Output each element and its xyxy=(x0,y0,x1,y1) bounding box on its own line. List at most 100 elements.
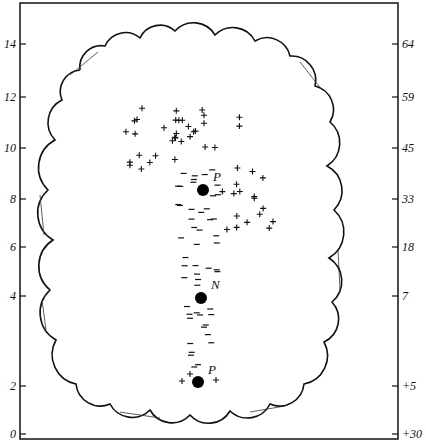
minus-sign xyxy=(181,173,187,174)
charge-centre xyxy=(192,376,204,388)
plus-sign xyxy=(139,105,145,111)
tick xyxy=(392,43,398,44)
tick xyxy=(20,96,26,97)
plus-sign xyxy=(234,181,240,187)
minus-sign xyxy=(197,229,203,230)
minus-sign xyxy=(215,194,221,195)
temperature: 18 xyxy=(402,241,414,253)
plus-sign xyxy=(185,123,191,129)
height-km: 8 xyxy=(10,193,16,205)
plus-sign xyxy=(202,144,208,150)
plus-sign xyxy=(187,134,193,140)
plus-sign xyxy=(178,138,184,144)
plus-sign xyxy=(266,225,272,231)
cloud-sketch xyxy=(40,195,44,235)
tick xyxy=(392,246,398,247)
plus-sign xyxy=(173,108,179,114)
plus-sign xyxy=(127,162,133,168)
minus-sign xyxy=(208,314,214,315)
tick xyxy=(392,295,398,296)
minus-sign xyxy=(198,212,204,213)
plus-sign xyxy=(123,129,129,135)
minus-sign xyxy=(195,364,201,365)
minus-sign xyxy=(206,268,212,269)
tick xyxy=(20,198,26,199)
height-km: 6 xyxy=(10,241,16,253)
minus-sign xyxy=(187,343,193,344)
cloud-sketch xyxy=(42,300,46,330)
plus-sign xyxy=(187,371,193,377)
minus-sign xyxy=(189,352,195,353)
plus-sign xyxy=(219,189,225,195)
tick xyxy=(392,433,398,434)
tick xyxy=(392,385,398,386)
minus-sign xyxy=(192,175,198,176)
cloud-outline xyxy=(38,23,344,424)
plus-sign xyxy=(236,114,242,120)
temperature: 64 xyxy=(402,38,414,50)
frame xyxy=(20,3,398,439)
minus-sign xyxy=(201,327,207,328)
minus-sign xyxy=(214,271,220,272)
minus-sign xyxy=(210,195,216,196)
tick xyxy=(20,246,26,247)
plus-sign xyxy=(153,153,159,159)
plus-sign xyxy=(257,211,263,217)
minus-sign xyxy=(175,204,181,205)
plus-sign xyxy=(172,135,178,141)
minus-sign xyxy=(188,355,194,356)
plus-sign xyxy=(260,205,266,211)
minus-sign xyxy=(207,219,213,220)
plus-sign xyxy=(138,166,144,172)
plus-sign xyxy=(213,377,219,383)
cloud-sketch xyxy=(120,412,160,418)
temperature: 59 xyxy=(402,91,414,103)
plus-sign xyxy=(224,226,230,232)
minus-sign xyxy=(213,235,219,236)
minus-sign xyxy=(203,324,209,325)
minus-sign xyxy=(215,185,221,186)
plus-sign xyxy=(251,195,257,201)
minus-sign xyxy=(194,285,200,286)
minus-sign xyxy=(182,265,188,266)
minus-sign xyxy=(191,366,197,367)
cloud-outline xyxy=(38,23,344,424)
minus-sign xyxy=(208,342,214,343)
charge-centre xyxy=(197,184,209,196)
minus-sign xyxy=(191,179,197,180)
height-km: 2 xyxy=(10,380,16,392)
minus-sign xyxy=(181,277,187,278)
temperature: +5 xyxy=(402,380,416,392)
height-km: 4 xyxy=(10,290,16,302)
tick xyxy=(392,198,398,199)
plus-sign xyxy=(212,144,218,150)
charge-centre xyxy=(195,292,207,304)
minus-sign xyxy=(204,208,210,209)
plus-sign xyxy=(136,152,142,158)
tick xyxy=(20,295,26,296)
plus-sign xyxy=(236,123,242,129)
minus-sign xyxy=(186,314,192,315)
minus-sign xyxy=(194,312,200,313)
minus-sign xyxy=(178,237,184,238)
height-km: 12 xyxy=(4,91,16,103)
tick xyxy=(392,147,398,148)
plus-sign xyxy=(176,117,182,123)
tick xyxy=(20,385,26,386)
minus-sign xyxy=(205,334,211,335)
temperature: +30 xyxy=(402,428,422,440)
tick xyxy=(20,433,26,434)
minus-sign xyxy=(191,227,197,228)
plus-sign xyxy=(161,125,167,131)
plus-sign xyxy=(237,188,243,194)
minus-sign xyxy=(193,265,199,266)
height-km: 0 xyxy=(10,428,16,440)
tick xyxy=(20,43,26,44)
height-km: 14 xyxy=(4,38,16,50)
plus-sign xyxy=(234,165,240,171)
tick xyxy=(20,147,26,148)
plus-sign xyxy=(147,159,153,165)
minus-sign xyxy=(207,308,213,309)
plus-sign xyxy=(173,131,179,137)
tick xyxy=(392,96,398,97)
